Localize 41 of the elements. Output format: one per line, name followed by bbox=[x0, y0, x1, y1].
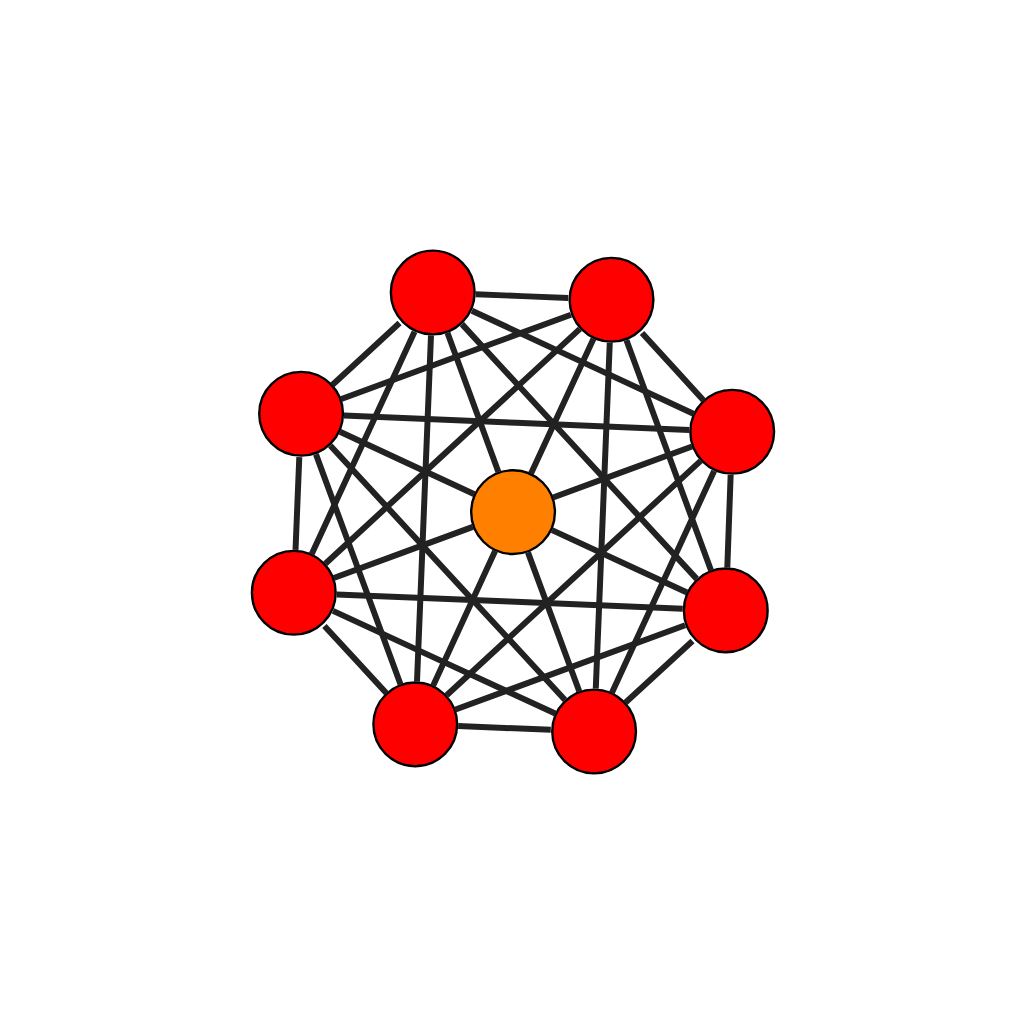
connector bbox=[413, 335, 433, 682]
connector bbox=[527, 337, 596, 475]
node-circle bbox=[550, 688, 637, 775]
node-circle bbox=[688, 388, 775, 475]
connector bbox=[549, 527, 688, 596]
connector bbox=[622, 339, 713, 572]
connector bbox=[443, 458, 702, 698]
connector bbox=[551, 443, 693, 501]
connector bbox=[429, 549, 497, 687]
connector bbox=[322, 326, 581, 566]
connector bbox=[338, 311, 571, 403]
connector bbox=[622, 638, 694, 706]
connector bbox=[342, 412, 689, 433]
connector bbox=[312, 453, 403, 686]
connector bbox=[443, 331, 501, 474]
node-circle bbox=[257, 370, 344, 457]
node-circle bbox=[249, 549, 336, 636]
connector bbox=[335, 591, 682, 612]
connector bbox=[321, 623, 388, 696]
connector bbox=[607, 469, 716, 695]
connector bbox=[457, 723, 550, 733]
connector bbox=[329, 320, 401, 388]
connector bbox=[591, 342, 612, 689]
connector bbox=[337, 429, 475, 497]
connector bbox=[638, 331, 706, 403]
connector bbox=[307, 330, 417, 556]
node-circle bbox=[567, 256, 654, 343]
node-circle bbox=[371, 681, 458, 768]
connector bbox=[327, 443, 567, 703]
connector bbox=[452, 622, 686, 713]
connector bbox=[331, 524, 473, 581]
connector bbox=[474, 291, 568, 301]
connector bbox=[723, 474, 733, 568]
connector bbox=[458, 322, 698, 581]
node-circle bbox=[681, 567, 768, 654]
connector bbox=[469, 307, 695, 417]
connector bbox=[330, 608, 556, 717]
node-circle bbox=[388, 249, 475, 336]
node-circle bbox=[469, 469, 556, 556]
connector bbox=[524, 551, 582, 693]
connector bbox=[291, 456, 302, 550]
